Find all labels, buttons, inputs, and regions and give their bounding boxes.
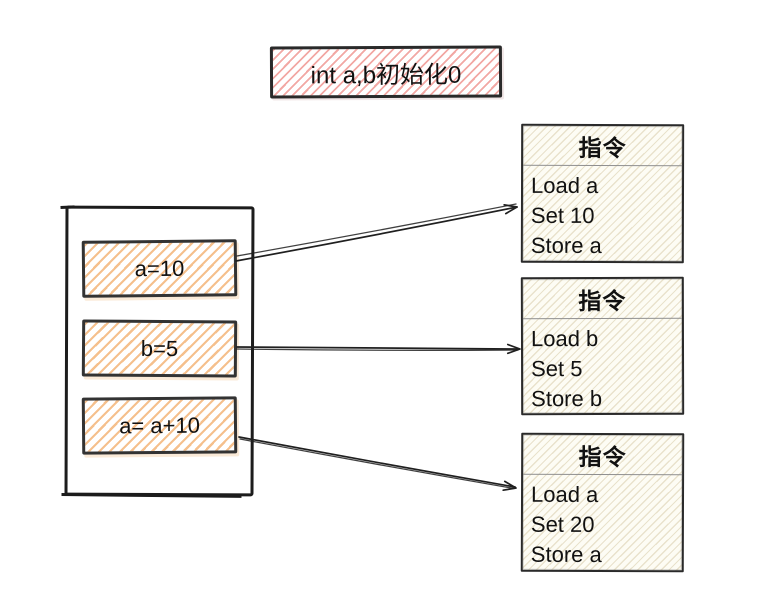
instruction-card-header: 指令 <box>523 434 683 476</box>
instruction-line: Set 20 <box>530 511 595 537</box>
statement-box-a10: a=10 <box>81 239 238 298</box>
instruction-card-header: 指令 <box>523 125 683 167</box>
instruction-line: Store b <box>531 386 603 412</box>
arrow-b5-to-card2 <box>236 343 521 355</box>
statement-box-b5: b=5 <box>81 319 238 378</box>
instruction-card-header: 指令 <box>522 278 682 320</box>
instruction-line: Load a <box>530 172 599 198</box>
instruction-card-body: Load a Set 20 Store a <box>523 475 682 571</box>
instruction-line: Store a <box>530 232 602 258</box>
instruction-card-2: 指令 Load b Set 5 Store b <box>520 276 685 416</box>
statement-label: b=5 <box>140 335 179 361</box>
statement-label: a= a+10 <box>119 412 200 438</box>
instruction-card-body: Load a Set 10 Store a <box>523 166 682 261</box>
arrow-a10-to-card1 <box>235 203 518 262</box>
statement-box-a-plus-10: a= a+10 <box>81 396 238 455</box>
statement-label: a=10 <box>134 255 185 281</box>
arrow-a-plus-10-to-card3 <box>238 436 517 492</box>
instruction-card-3: 指令 Load a Set 20 Store a <box>520 432 685 573</box>
instruction-line: Load b <box>530 326 599 352</box>
instruction-card-1: 指令 Load a Set 10 Store a <box>520 123 685 264</box>
instruction-line: Set 10 <box>530 202 595 228</box>
instruction-line: Set 5 <box>531 356 583 382</box>
instruction-card-body: Load b Set 5 Store b <box>523 319 682 414</box>
instruction-line: Store a <box>530 541 602 567</box>
title-box: int a,b初始化0 <box>269 45 503 99</box>
title-label: int a,b初始化0 <box>310 61 462 89</box>
instruction-line: Load a <box>530 481 599 507</box>
